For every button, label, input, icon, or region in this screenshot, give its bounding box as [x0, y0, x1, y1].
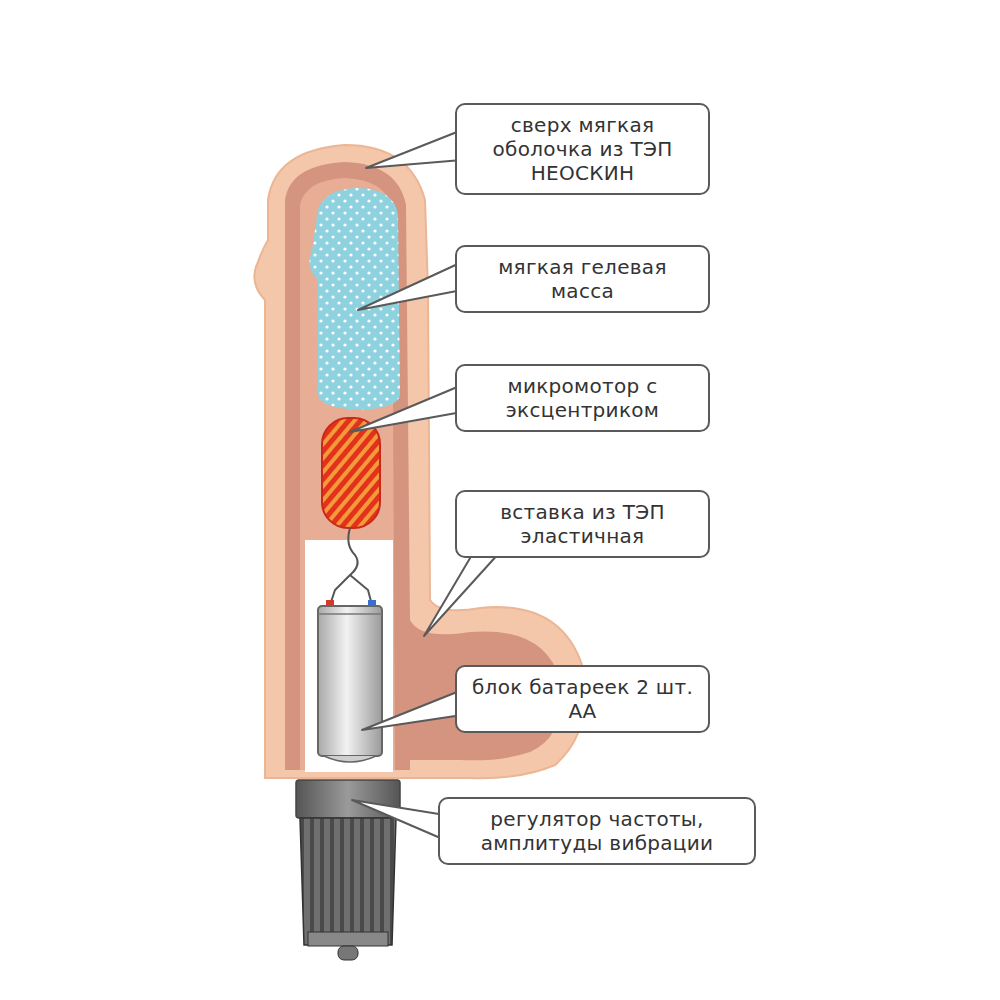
knob-ribbed [300, 818, 396, 945]
callout-tail [358, 262, 462, 310]
battery-block [318, 606, 382, 756]
callout-box: вставка из ТЭП эластичная [455, 490, 710, 558]
callout-box: микромотор с эксцентриком [455, 364, 710, 432]
callout-box: сверх мягкая оболочка из ТЭП НЕОСКИН [455, 103, 710, 195]
callout-tail [362, 690, 462, 730]
callout-box: блок батареек 2 шт. АА [455, 665, 710, 733]
callout-text-wrap: сверх мягкая оболочка из ТЭП НЕОСКИН [471, 113, 694, 185]
micromotor [322, 418, 380, 528]
callout-text-wrap: мягкая гелевая масса [471, 255, 694, 303]
wire [330, 528, 358, 605]
knob-nub [338, 946, 358, 960]
callout-label: регулятор частоты, амплитуды вибрации [454, 807, 740, 855]
callout-label: микромотор с эксцентриком [471, 374, 694, 422]
callout-tail [366, 130, 462, 168]
callout-tail [350, 385, 462, 432]
callout-text-wrap: микромотор с эксцентриком [471, 374, 694, 422]
battery-end [324, 756, 376, 762]
callout-text-wrap: регулятор частоты, амплитуды вибрации [454, 807, 740, 855]
knob-cap [308, 932, 388, 946]
callout-box: мягкая гелевая масса [455, 245, 710, 313]
callout-label: блок батареек 2 шт. АА [471, 675, 694, 723]
callout-label: вставка из ТЭП эластичная [471, 500, 694, 548]
battery-cap [318, 613, 382, 615]
callout-tail [424, 548, 500, 636]
callout-tail [352, 800, 445, 840]
callout-box: регулятор частоты, амплитуды вибрации [438, 797, 756, 865]
callout-label: сверх мягкая оболочка из ТЭП НЕОСКИН [471, 113, 694, 185]
callout-label: мягкая гелевая масса [471, 255, 694, 303]
callout-text-wrap: блок батареек 2 шт. АА [471, 675, 694, 723]
callout-text-wrap: вставка из ТЭП эластичная [471, 500, 694, 548]
